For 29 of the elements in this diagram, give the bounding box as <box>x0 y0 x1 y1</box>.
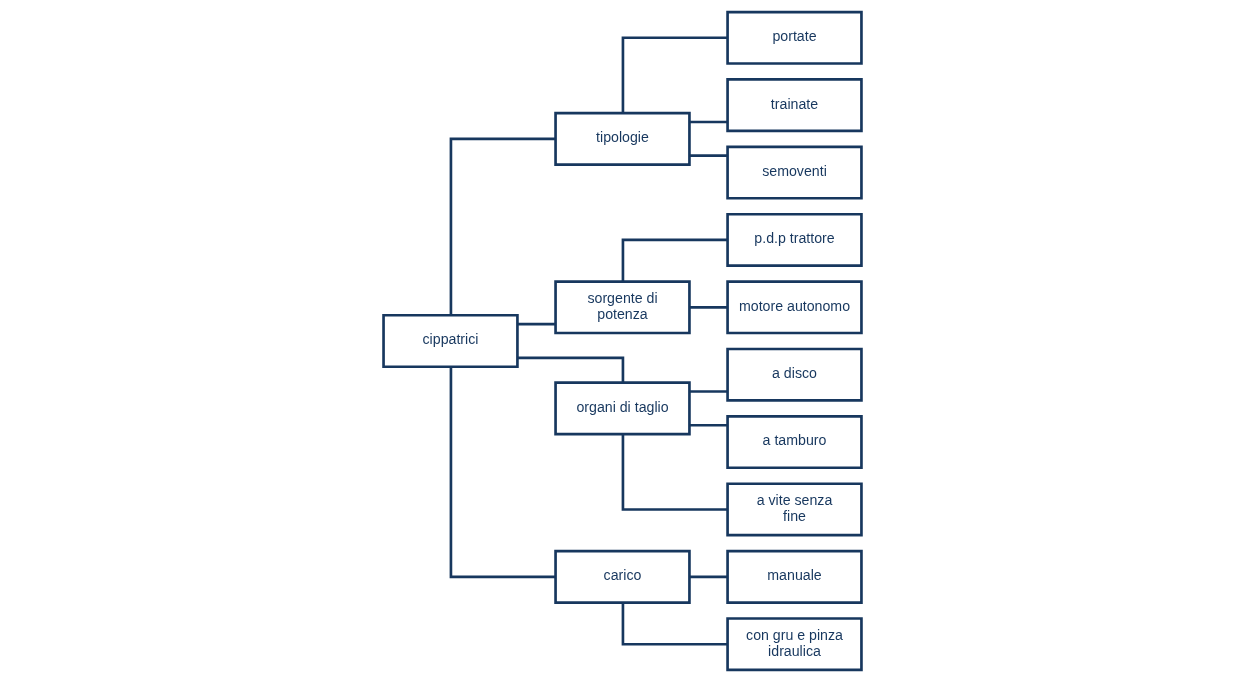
node-box: cippatrici <box>382 313 519 369</box>
node-box: tipologie <box>554 111 691 166</box>
connector <box>689 390 728 393</box>
connector <box>517 322 556 326</box>
connector <box>689 154 728 157</box>
node-box: a disco <box>726 347 863 402</box>
node-box: motore autonomo <box>726 280 863 335</box>
node-box: carico <box>554 549 691 604</box>
connector <box>689 423 728 427</box>
node-box: manuale <box>726 549 863 604</box>
connector <box>621 434 728 511</box>
node-box: trainate <box>726 78 863 133</box>
node-box: portate <box>726 10 863 65</box>
connector <box>621 602 728 646</box>
node-box: organi di taglio <box>554 381 691 436</box>
connector <box>621 238 728 282</box>
connector <box>449 137 556 315</box>
connector <box>689 120 728 124</box>
connector <box>689 306 728 309</box>
node-box: sorgente di potenza <box>554 280 691 335</box>
node-box: semoventi <box>726 145 863 200</box>
connector <box>621 36 728 114</box>
node-box: p.d.p trattore <box>726 212 863 267</box>
node-box: a tamburo <box>726 415 863 470</box>
node-box: con gru e pinza idraulica <box>726 617 863 672</box>
node-box: a vite senza fine <box>726 482 863 537</box>
connector <box>517 356 625 383</box>
connector <box>449 366 556 579</box>
connector <box>689 575 728 579</box>
